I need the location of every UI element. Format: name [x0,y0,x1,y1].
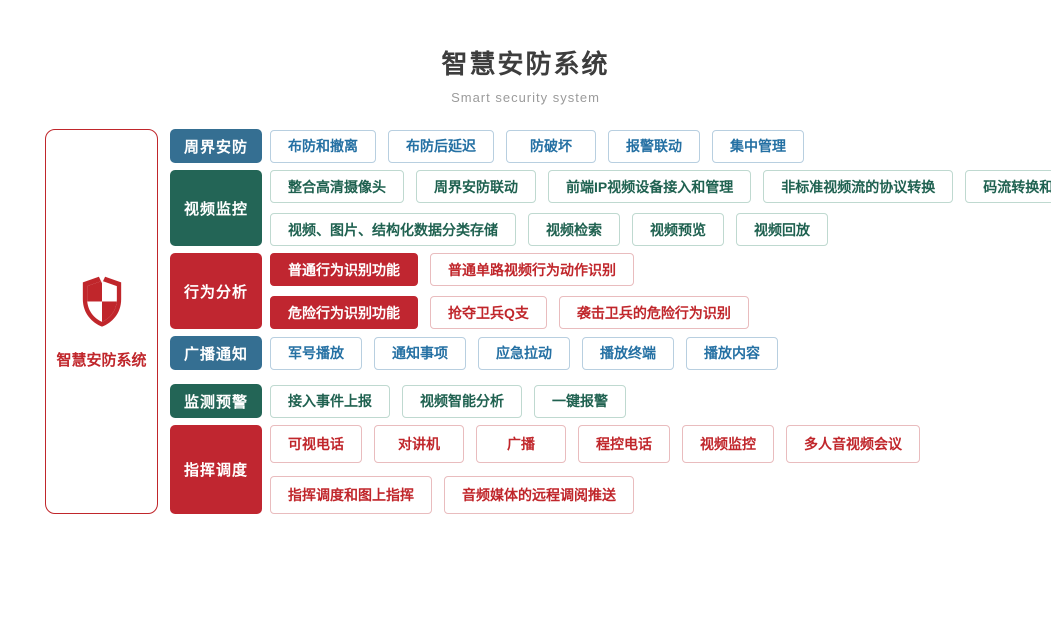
chip-line: 布防和撤离布防后延迟防破坏报警联动集中管理 [270,129,804,163]
feature-chip: 视频、图片、结构化数据分类存储 [270,213,516,246]
chip-line: 可视电话对讲机广播程控电话视频监控多人音视频会议 [270,425,920,463]
category-block: 指挥调度 [170,425,262,514]
feature-row: 广播通知军号播放通知事项应急拉动播放终端播放内容 [170,336,1051,370]
category-block: 广播通知 [170,336,262,370]
feature-row: 行为分析普通行为识别功能普通单路视频行为动作识别危险行为识别功能抢夺卫兵Q支袭击… [170,253,1051,329]
feature-row: 视频监控整合高清摄像头周界安防联动前端IP视频设备接入和管理非标准视频流的协议转… [170,170,1051,246]
feature-chip: 整合高清摄像头 [270,170,404,203]
feature-chip: 报警联动 [608,129,700,163]
feature-chip: 布防后延迟 [388,129,494,163]
feature-chip: 视频检索 [528,213,620,246]
feature-chip: 视频监控 [682,425,774,463]
chip-lines: 可视电话对讲机广播程控电话视频监控多人音视频会议指挥调度和图上指挥音频媒体的远程… [270,425,920,514]
feature-chip: 抢夺卫兵Q支 [430,296,547,329]
chip-line: 普通行为识别功能普通单路视频行为动作识别 [270,253,749,286]
chip-lines: 整合高清摄像头周界安防联动前端IP视频设备接入和管理非标准视频流的协议转换码流转… [270,170,1051,246]
feature-chip: 音频媒体的远程调阅推送 [444,476,634,514]
feature-chip: 袭击卫兵的危险行为识别 [558,296,749,329]
category-block: 监测预警 [170,384,262,418]
feature-chip: 播放内容 [686,336,778,370]
feature-chip: 接入事件上报 [270,384,390,418]
feature-chip: 普通行为识别功能 [270,253,418,286]
feature-chip: 视频智能分析 [402,384,522,418]
chip-lines: 接入事件上报视频智能分析一键报警 [270,384,626,418]
feature-chip: 危险行为识别功能 [270,296,418,329]
feature-chip: 指挥调度和图上指挥 [270,476,432,514]
category-block: 视频监控 [170,170,262,246]
feature-rows: 周界安防布防和撤离布防后延迟防破坏报警联动集中管理视频监控整合高清摄像头周界安防… [170,129,1051,514]
feature-row: 指挥调度可视电话对讲机广播程控电话视频监控多人音视频会议指挥调度和图上指挥音频媒… [170,425,1051,514]
system-root-node: 智慧安防系统 [45,129,158,514]
chip-lines: 军号播放通知事项应急拉动播放终端播放内容 [270,336,778,370]
chip-line: 接入事件上报视频智能分析一键报警 [270,384,626,418]
feature-chip: 视频预览 [632,213,724,246]
chip-line: 整合高清摄像头周界安防联动前端IP视频设备接入和管理非标准视频流的协议转换码流转… [270,170,1051,203]
feature-chip: 多人音视频会议 [786,425,920,463]
feature-chip: 军号播放 [270,336,362,370]
chip-line: 指挥调度和图上指挥音频媒体的远程调阅推送 [270,476,920,514]
page-header: 智慧安防系统 Smart security system [0,0,1051,105]
feature-chip: 前端IP视频设备接入和管理 [548,170,752,203]
chip-lines: 普通行为识别功能普通单路视频行为动作识别危险行为识别功能抢夺卫兵Q支袭击卫兵的危… [270,253,749,329]
feature-chip: 普通单路视频行为动作识别 [430,253,634,286]
chip-lines: 布防和撤离布防后延迟防破坏报警联动集中管理 [270,129,804,163]
feature-chip: 通知事项 [374,336,466,370]
feature-row: 周界安防布防和撤离布防后延迟防破坏报警联动集中管理 [170,129,1051,163]
chip-line: 视频、图片、结构化数据分类存储视频检索视频预览视频回放 [270,213,1051,246]
feature-chip: 防破坏 [506,129,596,163]
feature-chip: 一键报警 [534,384,626,418]
feature-chip: 非标准视频流的协议转换 [763,170,954,203]
page-title: 智慧安防系统 [441,49,610,79]
diagram: 智慧安防系统 周界安防布防和撤离布防后延迟防破坏报警联动集中管理视频监控整合高清… [0,105,1051,514]
feature-row: 监测预警接入事件上报视频智能分析一键报警 [170,384,1051,418]
feature-chip: 应急拉动 [478,336,570,370]
chip-line: 军号播放通知事项应急拉动播放终端播放内容 [270,336,778,370]
feature-chip: 视频回放 [736,213,828,246]
feature-chip: 广播 [476,425,566,463]
feature-chip: 可视电话 [270,425,362,463]
feature-chip: 集中管理 [712,129,804,163]
feature-chip: 播放终端 [582,336,674,370]
shield-icon [79,273,125,333]
category-block: 行为分析 [170,253,262,329]
category-block: 周界安防 [170,129,262,163]
feature-chip: 程控电话 [578,425,670,463]
chip-line: 危险行为识别功能抢夺卫兵Q支袭击卫兵的危险行为识别 [270,296,749,329]
feature-chip: 周界安防联动 [416,170,536,203]
feature-chip: 布防和撤离 [270,129,376,163]
page-subtitle: Smart security system [451,90,600,105]
system-root-label: 智慧安防系统 [56,351,147,369]
feature-chip: 对讲机 [374,425,464,463]
feature-chip: 码流转换和接口转换 [965,170,1051,203]
